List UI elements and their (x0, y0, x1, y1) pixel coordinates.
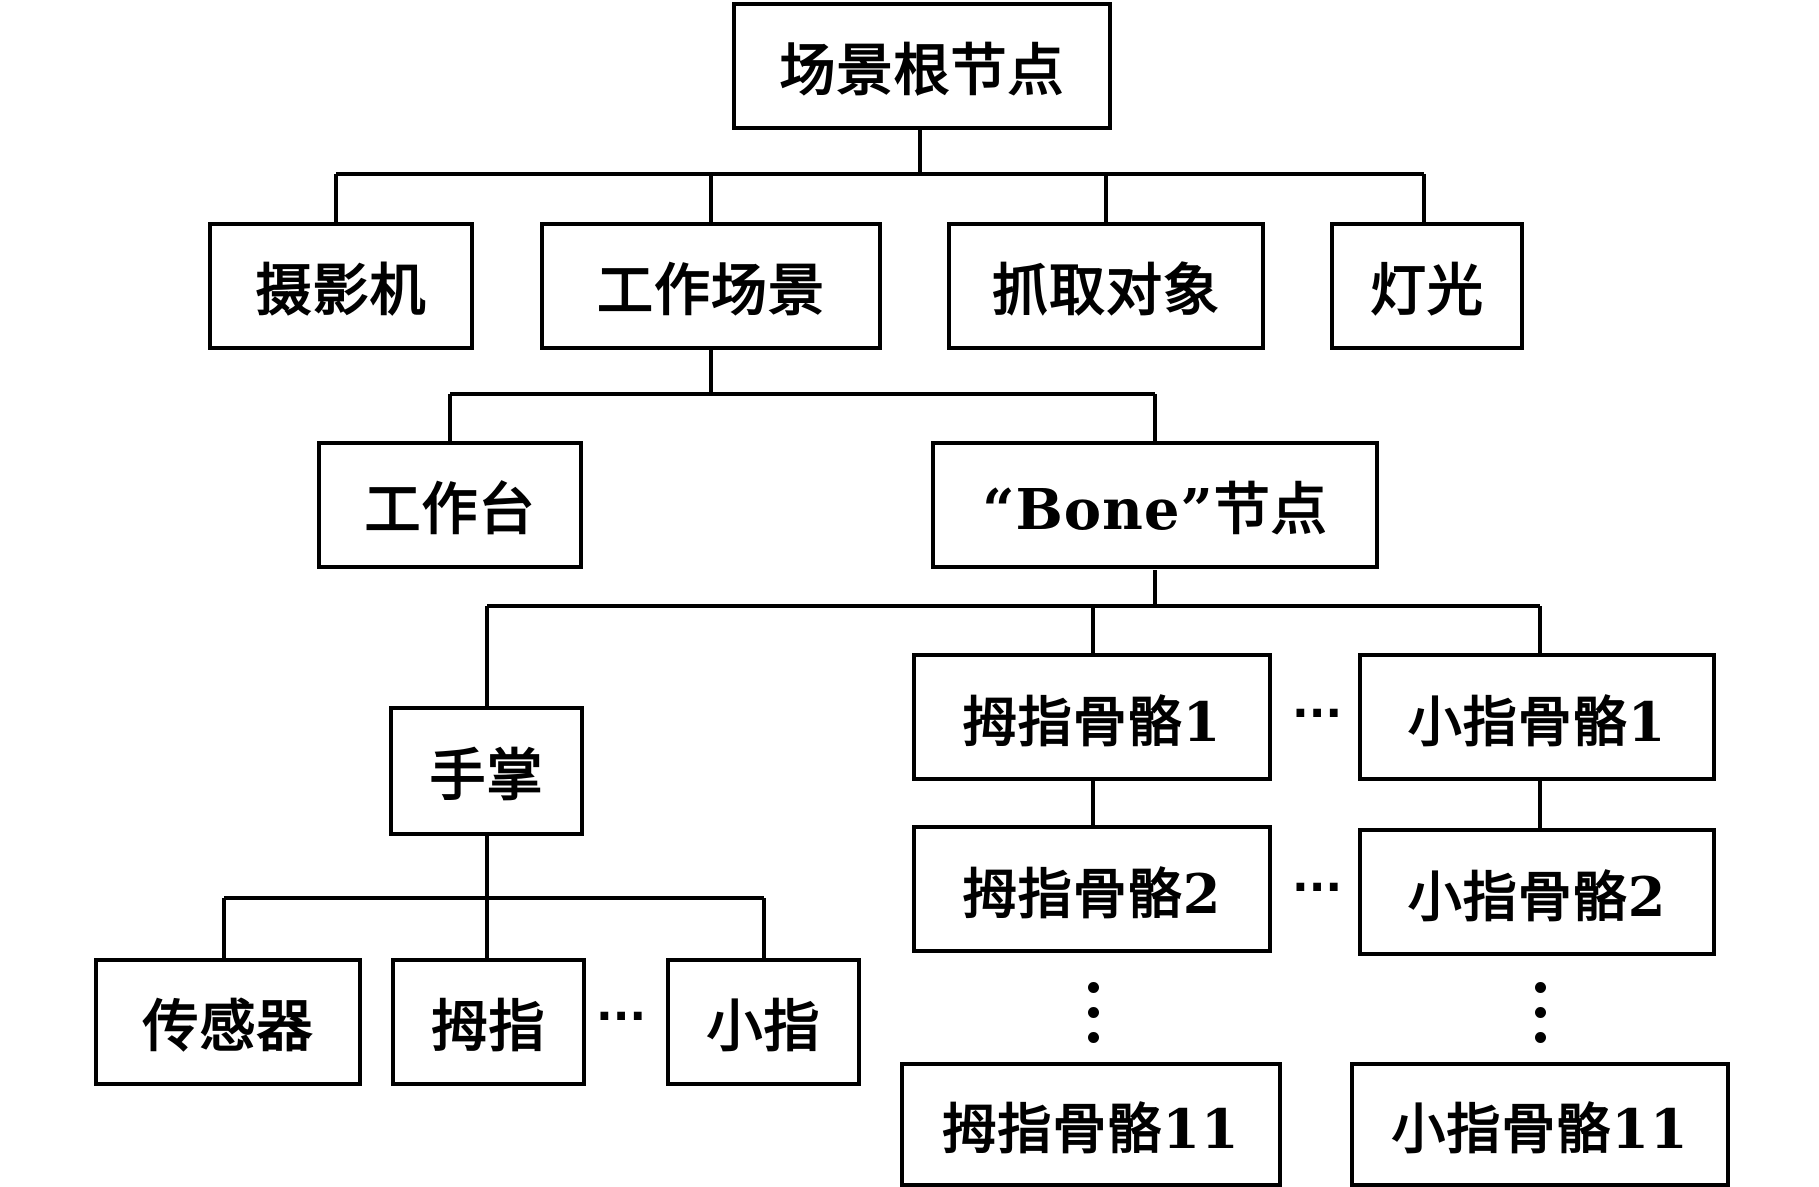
camera-node: 摄影机 (208, 222, 474, 350)
thumb-bone-11-node: 拇指骨骼11 (900, 1062, 1282, 1187)
grab-object-node: 抓取对象 (947, 222, 1265, 350)
little-bone-2-node: 小指骨骼2 (1358, 828, 1716, 956)
little-bone-1-node: 小指骨骼1 (1358, 653, 1716, 781)
workbench-node: 工作台 (317, 441, 583, 569)
little-bone-11-node: 小指骨骼11 (1350, 1062, 1730, 1187)
work-scene-node: 工作场景 (540, 222, 882, 350)
vertical-ellipsis-little (1530, 982, 1550, 1043)
ellipsis-fingers: ··· (596, 991, 647, 1042)
little-finger-node: 小指 (666, 958, 861, 1086)
bone-node: “Bone”节点 (931, 441, 1379, 569)
palm-node: 手掌 (389, 706, 584, 836)
thumb-bone-1-node: 拇指骨骼1 (912, 653, 1272, 781)
vertical-ellipsis-thumb (1083, 982, 1103, 1043)
light-node: 灯光 (1330, 222, 1524, 350)
sensor-node: 传感器 (94, 958, 362, 1086)
ellipsis-bone-row-1: ··· (1292, 688, 1343, 739)
thumb-node: 拇指 (391, 958, 586, 1086)
thumb-bone-2-node: 拇指骨骼2 (912, 825, 1272, 953)
ellipsis-bone-row-2: ··· (1292, 862, 1343, 913)
root-node: 场景根节点 (732, 2, 1112, 130)
